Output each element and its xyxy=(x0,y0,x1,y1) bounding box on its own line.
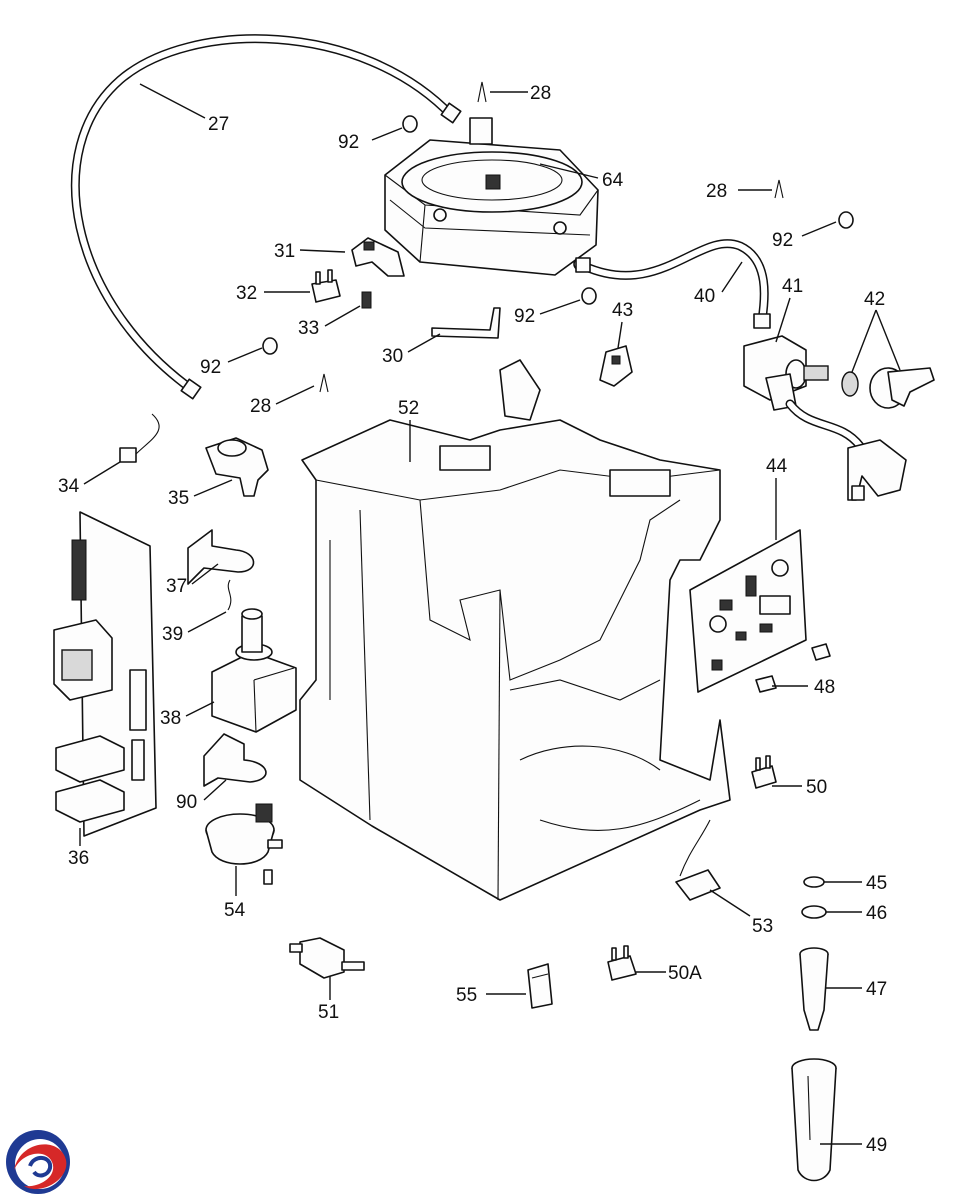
part-42-knob xyxy=(841,367,935,409)
label-27: 27 xyxy=(208,114,229,135)
part-28-clip-left xyxy=(319,373,329,393)
label-36: 36 xyxy=(68,848,89,869)
part-27-tube xyxy=(70,34,462,400)
part-28-clip-right xyxy=(774,179,784,199)
part-47-nozzle xyxy=(799,947,829,1031)
part-92-oring-b xyxy=(838,211,854,229)
part-38-pump xyxy=(211,608,297,733)
part-50a-connector xyxy=(607,945,637,981)
part-40-tube xyxy=(575,239,771,329)
part-39-clip xyxy=(227,579,232,611)
label-92-top: 92 xyxy=(338,132,359,153)
label-35: 35 xyxy=(168,488,189,509)
part-48-screws xyxy=(755,643,831,693)
part-53-sensor-board xyxy=(675,819,721,901)
label-51: 51 xyxy=(318,1002,339,1023)
label-92-right: 92 xyxy=(772,230,793,251)
part-28-clip-top xyxy=(477,81,487,103)
label-43: 43 xyxy=(612,300,633,321)
label-64: 64 xyxy=(602,170,624,191)
label-53: 53 xyxy=(752,916,773,937)
label-54: 54 xyxy=(224,900,246,921)
label-28-right: 28 xyxy=(706,181,727,202)
part-54-flowmeter xyxy=(205,803,283,885)
part-92-oring-d xyxy=(262,337,278,355)
label-90: 90 xyxy=(176,792,197,813)
label-50a: 50A xyxy=(668,963,702,984)
part-41-steam-valve xyxy=(743,335,907,501)
label-48: 48 xyxy=(814,677,835,698)
part-92-oring-a xyxy=(402,115,418,133)
part-31-bracket xyxy=(351,237,405,277)
part-49-cappuccino-tube xyxy=(791,1058,837,1182)
label-30: 30 xyxy=(382,346,403,367)
label-39: 39 xyxy=(162,624,183,645)
label-41: 41 xyxy=(782,276,803,297)
leader-lines xyxy=(79,83,901,1145)
label-28-left: 28 xyxy=(250,396,271,417)
part-30-pipe xyxy=(431,307,501,339)
label-46: 46 xyxy=(866,903,887,924)
part-51-filter xyxy=(289,937,365,979)
part-37-bracket xyxy=(187,529,255,585)
part-36-power-board xyxy=(53,511,157,837)
label-33: 33 xyxy=(298,318,319,339)
part-90-bracket xyxy=(203,733,267,787)
part-33-spring xyxy=(361,291,372,309)
label-31: 31 xyxy=(274,241,295,262)
label-44: 44 xyxy=(766,456,788,477)
part-32-connector xyxy=(311,269,341,303)
label-28-top: 28 xyxy=(530,83,551,104)
part-46-seal xyxy=(801,905,827,919)
part-92-oring-c xyxy=(581,287,597,305)
part-34-sensor xyxy=(119,413,160,463)
label-47: 47 xyxy=(866,979,887,1000)
swirl-logo-icon xyxy=(6,1130,70,1194)
part-43-switch xyxy=(599,345,633,387)
label-52: 52 xyxy=(398,398,419,419)
label-37: 37 xyxy=(166,576,187,597)
part-50-connector xyxy=(751,755,777,789)
label-38: 38 xyxy=(160,708,181,729)
part-labels: 27 28 92 64 28 92 31 32 33 92 43 40 41 4… xyxy=(58,83,887,1156)
part-45-seal xyxy=(803,876,825,888)
label-45: 45 xyxy=(866,873,887,894)
part-52-chassis-frame xyxy=(299,359,731,901)
label-34: 34 xyxy=(58,476,80,497)
label-55: 55 xyxy=(456,985,477,1006)
label-42: 42 xyxy=(864,289,885,310)
label-32: 32 xyxy=(236,283,257,304)
label-49: 49 xyxy=(866,1135,887,1156)
label-50: 50 xyxy=(806,777,827,798)
label-92-mid: 92 xyxy=(514,306,535,327)
label-40: 40 xyxy=(694,286,715,307)
part-55-bracket xyxy=(527,963,553,1009)
part-64-boiler-housing xyxy=(384,117,599,276)
part-35-solenoid-valve xyxy=(205,437,269,497)
label-92-left: 92 xyxy=(200,357,221,378)
part-44-circuit-board xyxy=(689,529,807,693)
